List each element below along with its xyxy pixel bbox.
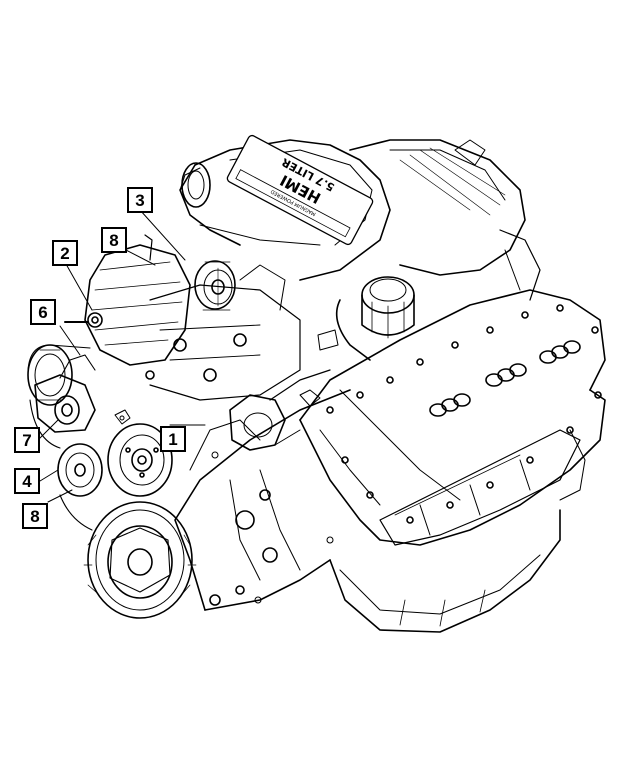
- exhaust-manifold: [379, 429, 586, 546]
- alternator: [64, 234, 191, 366]
- callout-3: 3: [127, 187, 153, 213]
- callout-6: 6: [30, 299, 56, 325]
- callout-7: 7: [14, 427, 40, 453]
- valve-cover-right: [299, 289, 606, 546]
- callout-1: 1: [160, 426, 186, 452]
- water-pump-pulley: [107, 423, 173, 497]
- accessory-bracket: [145, 264, 301, 401]
- leader-lines: [37, 209, 206, 503]
- oil-filler-cap: [335, 276, 415, 361]
- air-box: [349, 139, 541, 301]
- callout-8-upper: 8: [101, 227, 127, 253]
- engine-badge: MAGNUM POWERED HEMI 5.7 LITER: [226, 134, 374, 246]
- callout-2: 2: [52, 240, 78, 266]
- idler-pulley-upper: [194, 260, 236, 311]
- serpentine-belt: [27, 344, 93, 531]
- oil-pan: [329, 509, 561, 633]
- fasteners: [114, 329, 339, 604]
- callout-4: 4: [14, 468, 40, 494]
- callout-8-lower: 8: [22, 503, 48, 529]
- crankshaft-damper: [83, 501, 197, 619]
- engine-block: [174, 389, 351, 611]
- idler-pulley-lower: [57, 443, 103, 497]
- belt-tensioner: [34, 354, 96, 433]
